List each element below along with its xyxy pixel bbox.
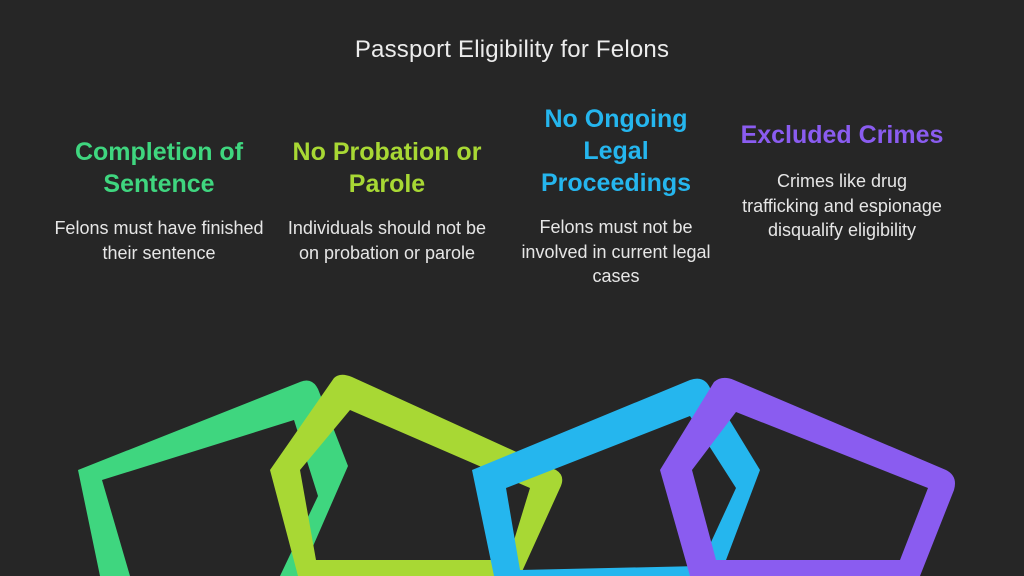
column-description: Felons must not be involved in current l… bbox=[521, 217, 711, 286]
column-no-probation-or-parole: No Probation or Parole Individuals shoul… bbox=[282, 136, 492, 265]
column-description: Individuals should not be on probation o… bbox=[287, 218, 487, 263]
column-completion-of-sentence: Completion of Sentence Felons must have … bbox=[54, 136, 264, 265]
chain-link-purple bbox=[660, 377, 955, 576]
column-heading: Excluded Crimes bbox=[740, 121, 944, 149]
column-excluded-crimes: Excluded Crimes Crimes like drug traffic… bbox=[737, 119, 947, 243]
chain-link-blue bbox=[472, 378, 760, 576]
column-no-ongoing-legal-proceedings: No Ongoing Legal Proceedings Felons must… bbox=[511, 103, 721, 289]
column-heading: No Ongoing Legal Proceedings bbox=[540, 105, 692, 197]
column-description: Crimes like drug trafficking and espiona… bbox=[742, 171, 942, 240]
column-description: Felons must have finished their sentence bbox=[54, 218, 264, 263]
column-heading: No Probation or Parole bbox=[292, 138, 482, 198]
diagram-title: Passport Eligibility for Felons bbox=[354, 36, 670, 63]
column-heading: Completion of Sentence bbox=[74, 138, 244, 198]
